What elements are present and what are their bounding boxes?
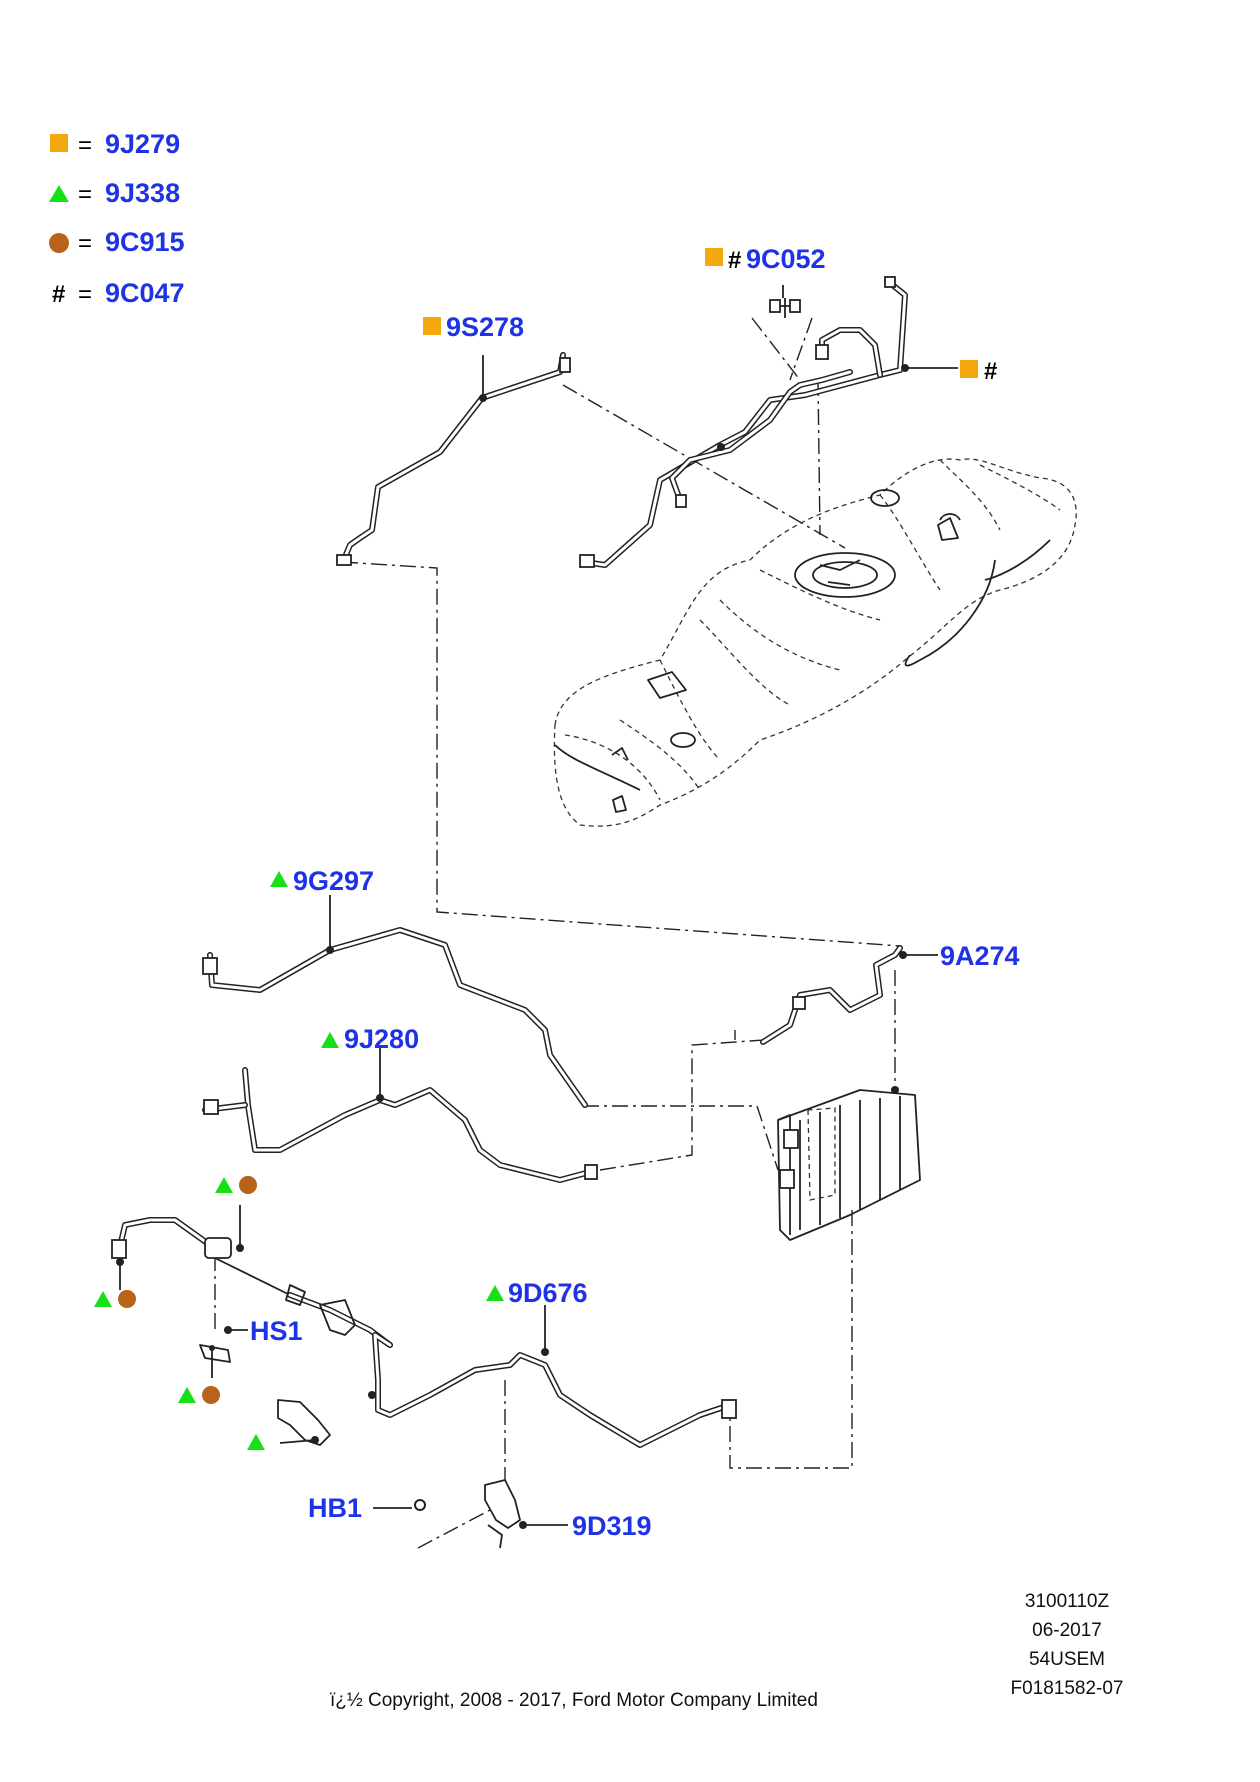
pipe-9S278 (336, 352, 571, 566)
hash-marker: # (728, 247, 741, 274)
connection-lines (214, 317, 901, 1549)
triangle-icon (321, 1032, 339, 1048)
legend-eq-3: = (78, 230, 92, 257)
legend-circle-icon (49, 233, 69, 253)
callouts: # 9C052 9S278 # 9G297 9A274 9J280 9D676 … (94, 244, 1020, 1541)
ref-market-code: 54USEM (1029, 1649, 1105, 1670)
callout-9D319[interactable]: 9D319 (572, 1511, 652, 1541)
callout-9A274[interactable]: 9A274 (940, 941, 1020, 971)
pipe-9J280 (202, 1067, 598, 1183)
hash-marker: # (984, 358, 997, 385)
legend-eq-2: = (78, 181, 92, 208)
callout-9G297[interactable]: 9G297 (293, 866, 374, 896)
callout-9D676[interactable]: 9D676 (508, 1278, 588, 1308)
circle-icon (118, 1290, 136, 1308)
legend-code-9J279[interactable]: 9J279 (105, 129, 180, 159)
legend: = 9J279 = 9J338 = 9C915 # = 9C047 (49, 129, 185, 308)
legend-hash-icon: # (52, 281, 65, 308)
triangle-icon (247, 1434, 265, 1450)
legend-triangle-icon (49, 185, 69, 202)
callout-9S278[interactable]: 9S278 (446, 312, 524, 342)
ref-illustration-number: 3100110Z (1025, 1591, 1110, 1612)
pipe-9C052-assembly (579, 276, 909, 568)
square-icon (705, 248, 723, 266)
circle-icon (239, 1176, 257, 1194)
legend-square-icon (50, 134, 68, 152)
pipe-9G297 (202, 927, 588, 1108)
circle-icon (202, 1386, 220, 1404)
legend-eq-1: = (78, 132, 92, 159)
leader-lines (119, 285, 958, 1526)
triangle-icon (178, 1387, 196, 1403)
callout-HB1[interactable]: HB1 (308, 1493, 362, 1523)
triangle-icon (94, 1291, 112, 1307)
ref-figure-id: F0181582-07 (1010, 1678, 1123, 1699)
square-icon (423, 317, 441, 335)
legend-code-9J338[interactable]: 9J338 (105, 178, 180, 208)
legend-eq-4: = (78, 281, 92, 308)
legend-code-9C915[interactable]: 9C915 (105, 227, 185, 257)
triangle-icon (486, 1285, 504, 1301)
callout-9J280[interactable]: 9J280 (344, 1024, 419, 1054)
lower-hose-assembly (111, 1217, 737, 1549)
fuel-tank (553, 458, 1077, 827)
triangle-icon (215, 1177, 233, 1193)
copyright-text: ï¿½ Copyright, 2008 - 2017, Ford Motor C… (330, 1690, 818, 1711)
ref-date: 06-2017 (1032, 1620, 1102, 1641)
evap-canister (777, 1086, 921, 1241)
triangle-icon (270, 871, 288, 887)
square-icon (960, 360, 978, 378)
legend-code-9C047[interactable]: 9C047 (105, 278, 185, 308)
callout-9C052[interactable]: 9C052 (746, 244, 826, 274)
callout-HS1[interactable]: HS1 (250, 1316, 303, 1346)
pipe-9A274 (760, 945, 907, 1045)
footer: 3100110Z 06-2017 54USEM F0181582-07 ï¿½ … (330, 1591, 1124, 1711)
